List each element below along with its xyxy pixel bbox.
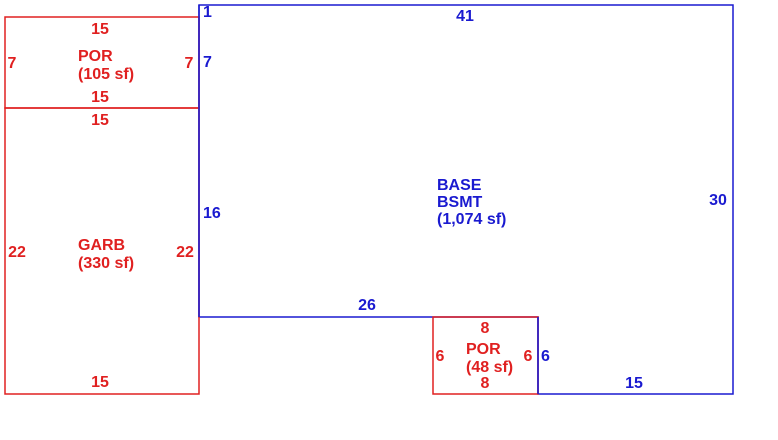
dim-base-left-upper: 7: [203, 54, 212, 71]
area-size-por-top: (105 sf): [78, 66, 134, 83]
dim-por-top-bottom: 15: [91, 89, 109, 106]
dim-por-top-right: 7: [185, 55, 194, 72]
area-sub-base: BSMT: [437, 194, 483, 211]
dim-garb-top: 15: [91, 112, 109, 129]
dim-por-top-top: 15: [91, 21, 109, 38]
dim-por-bottom-top: 8: [481, 320, 490, 337]
area-size-garb: (330 sf): [78, 255, 134, 272]
area-name-base: BASE: [437, 177, 482, 194]
dim-garb-right: 22: [176, 244, 194, 261]
dim-garb-bottom: 15: [91, 374, 109, 391]
area-name-garb: GARB: [78, 237, 125, 254]
dim-por-top-left: 7: [8, 55, 17, 72]
dim-por-bottom-bottom: 8: [481, 375, 490, 392]
dim-por-bottom-right: 6: [524, 348, 533, 365]
dim-base-right: 30: [709, 192, 727, 209]
area-size-por-bottom: (48 sf): [466, 359, 513, 376]
area-name-por-top: POR: [78, 48, 113, 65]
dim-base-notch-side: 6: [541, 348, 550, 365]
area-name-por-bottom: POR: [466, 341, 501, 358]
dim-base-top: 41: [456, 8, 474, 25]
dim-base-step: 26: [358, 297, 376, 314]
dim-base-left-lower: 16: [203, 205, 221, 222]
area-size-base: (1,074 sf): [437, 211, 506, 228]
dim-por-bottom-left: 6: [436, 348, 445, 365]
dim-base-bottom: 15: [625, 375, 643, 392]
dim-base-corner: 1: [203, 4, 212, 21]
dim-garb-left: 22: [8, 244, 26, 261]
